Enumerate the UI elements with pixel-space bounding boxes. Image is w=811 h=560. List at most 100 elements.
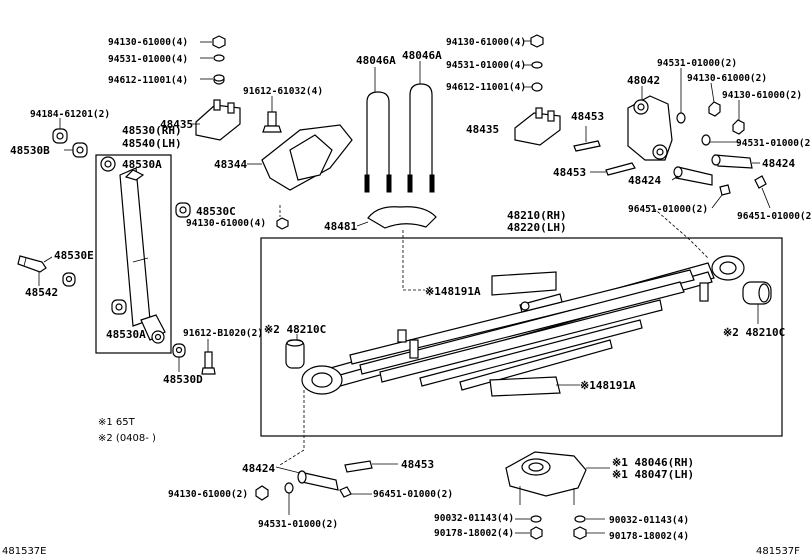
part-label: 94531-01000(2) [258, 519, 338, 530]
axle-seat-icon [505, 451, 587, 505]
part-label: 48481 [324, 220, 357, 233]
leaf-spring-frame [260, 237, 783, 437]
part-label: 48530E [54, 249, 94, 262]
part-label: 48424 [628, 174, 661, 187]
part-label: 48424 [242, 462, 275, 475]
part-label: 48424 [762, 157, 795, 170]
part-label: ※1 48047(LH) [612, 468, 694, 481]
pin-icon [711, 154, 753, 169]
pin-icon [573, 140, 601, 152]
spacer-plate-icon [489, 376, 561, 397]
washer-icon [676, 112, 686, 124]
part-label: 48042 [627, 74, 660, 87]
part-label: 91612-B1020(2) [183, 328, 263, 339]
part-label: 48530C [196, 205, 236, 218]
washer-icon [530, 515, 542, 523]
part-label: 48530(RH) [122, 124, 182, 137]
part-label: 48046A [356, 54, 396, 67]
part-label: ※1 48046(RH) [612, 456, 694, 469]
spring-bracket-icon [261, 124, 353, 191]
part-label: 48530A [122, 158, 162, 171]
part-label: 94130-61000(2) [687, 73, 767, 84]
bushing-icon [52, 128, 68, 144]
nut-icon [732, 119, 745, 135]
part-label: ※148191A [580, 379, 636, 392]
part-label: 94531-01000(4) [108, 54, 188, 65]
part-label: 94531-01000(2) [657, 58, 737, 69]
part-label: 48530D [163, 373, 203, 386]
bushing-icon [742, 281, 772, 305]
figure-code-right: 481537F [756, 546, 800, 557]
part-label: 48453 [401, 458, 434, 471]
figure-code-left: 481537E [2, 546, 47, 557]
part-label: 48542 [25, 286, 58, 299]
nut-icon [255, 485, 269, 501]
nut-icon [573, 526, 587, 540]
shackle-icon [627, 95, 673, 161]
part-label: 94184-61201(2) [30, 109, 110, 120]
part-label: 48435 [466, 123, 499, 136]
part-label: 48453 [571, 110, 604, 123]
part-label: 48530A [106, 328, 146, 341]
grease-fitting-icon [719, 184, 731, 196]
part-label: 96451-01000(2) [737, 211, 811, 222]
part-label: 94130-61000(4) [446, 37, 526, 48]
part-label: 94130-61000(4) [186, 218, 266, 229]
bracket-icon [514, 107, 561, 146]
grease-fitting-icon [339, 486, 352, 498]
bracket-icon [195, 99, 241, 141]
grease-fitting-icon [754, 175, 767, 189]
spacer-icon [531, 82, 543, 92]
pin-icon [344, 460, 373, 473]
part-label: ※148191A [425, 285, 481, 298]
part-label: 48530B [10, 144, 50, 157]
shock-absorber-frame [95, 154, 172, 354]
spacer-icon [213, 74, 225, 85]
part-label: 94531-01000(2) [736, 138, 811, 149]
pin-icon [17, 255, 47, 273]
leaf-spring-icon [301, 255, 745, 395]
nut-icon [708, 101, 721, 117]
bolt-icon [520, 301, 530, 311]
u-bolt-icon [407, 83, 435, 193]
part-label: 48220(LH) [507, 221, 567, 234]
bushing-icon [72, 142, 88, 158]
bushing-icon [175, 202, 191, 218]
part-label: 90032-01143(4) [609, 515, 689, 526]
washer-icon [213, 54, 225, 62]
nut-icon [212, 35, 226, 49]
part-label: 90178-18002(4) [434, 528, 514, 539]
bushing-icon [111, 299, 127, 315]
part-label: ※2 48210C [723, 326, 785, 339]
nut-icon [530, 526, 543, 540]
bushing-icon [62, 272, 76, 287]
part-label: 48453 [553, 166, 586, 179]
part-label: 91612-61032(4) [243, 86, 323, 97]
pad-icon [367, 206, 437, 229]
part-label: 94612-11001(4) [108, 75, 188, 86]
part-label: 94612-11001(4) [446, 82, 526, 93]
part-label: 48046A [402, 49, 442, 62]
part-label: 48435 [160, 118, 193, 131]
part-label: 90032-01143(4) [434, 513, 514, 524]
washer-icon [574, 515, 586, 523]
part-label: 90178-18002(4) [609, 531, 689, 542]
washer-icon [284, 482, 294, 494]
bushing-icon [285, 339, 305, 369]
pin-icon [605, 162, 636, 176]
part-label: 94130-61000(2) [168, 489, 248, 500]
nut-icon [530, 34, 544, 48]
part-label: 48344 [214, 158, 247, 171]
pin-icon [673, 166, 713, 186]
nut-icon [276, 217, 289, 230]
part-label: 48210(RH) [507, 209, 567, 222]
part-label: 96451-01000(2) [373, 489, 453, 500]
pin-icon [297, 470, 339, 491]
bushing-icon [172, 343, 186, 358]
note-label: ※1 65T [98, 417, 136, 428]
part-label: ※2 48210C [264, 323, 326, 336]
bolt-icon [262, 111, 282, 133]
washer-icon [531, 61, 543, 69]
part-label: 96451-01000(2) [628, 204, 708, 215]
